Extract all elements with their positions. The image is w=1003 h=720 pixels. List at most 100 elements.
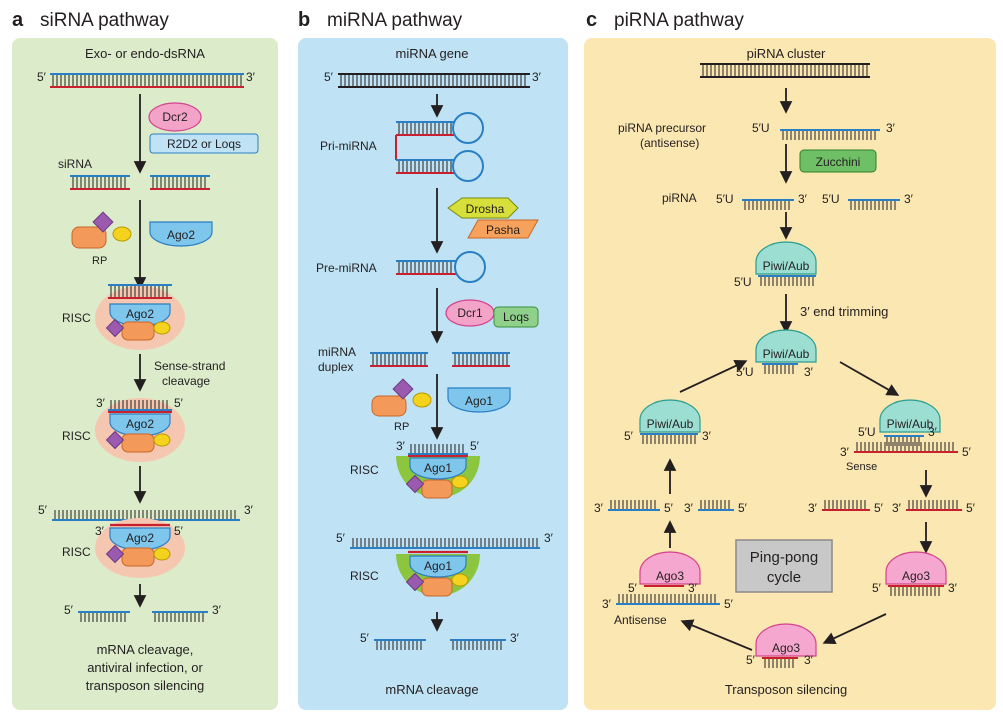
panel-a-background xyxy=(12,38,278,710)
c-sense-3prime: 3′ xyxy=(840,445,850,459)
a-rp-label: RP xyxy=(92,255,107,267)
c-zucchini-label: Zucchini xyxy=(816,155,861,169)
b-pre-mirna-stem xyxy=(396,260,456,275)
c-sense-fragment-1 xyxy=(822,500,870,511)
a-risc3-ago2-label: Ago2 xyxy=(126,531,154,545)
c-sen1-3prime: 3′ xyxy=(808,501,818,515)
c-ant2-3prime: 3′ xyxy=(684,501,694,515)
c-sen2-5prime: 5′ xyxy=(966,501,976,515)
b-mrna-5prime: 5′ xyxy=(336,531,346,545)
c-zucchini-box xyxy=(799,149,877,173)
c-piwi-mature-label: Piwi/Aub xyxy=(763,347,810,361)
a-dsrna-5prime: 5′ xyxy=(37,70,47,84)
c-piwi-right-label: Piwi/Aub xyxy=(887,417,934,431)
b-risc2-ago1-label: Ago1 xyxy=(424,559,452,573)
b-risc-1: Ago1 xyxy=(396,444,480,499)
a-risc1-label: RISC xyxy=(62,311,91,325)
a-risc-2: Ago2 xyxy=(95,398,185,462)
a-risc2-ago2-label: Ago2 xyxy=(126,417,154,431)
c-cluster-dna xyxy=(700,63,870,78)
c-ago3-right: Ago3 xyxy=(885,551,947,596)
c-ago3-left-3prime: 3′ xyxy=(688,581,698,595)
panel-a-sirna: a siRNA pathway Exo- or endo-dsRNA 5′ 3′… xyxy=(12,9,278,710)
c-antisense-3prime: 3′ xyxy=(602,597,612,611)
c-ant2-5prime: 5′ xyxy=(738,501,748,515)
c-sense-label: Sense xyxy=(846,461,877,473)
c-ago3-bottom-label: Ago3 xyxy=(772,641,800,655)
panel-b-mirna: b miRNA pathway miRNA gene 5′ 3′ Pri-miR… xyxy=(298,9,568,710)
c-cluster-label: piRNA cluster xyxy=(747,46,826,61)
b-gene-5prime: 5′ xyxy=(324,70,334,84)
b-loqs-label: Loqs xyxy=(503,310,529,324)
panel-b-title: miRNA pathway xyxy=(327,10,463,31)
c-piwi-right-5u: 5′U xyxy=(858,425,876,439)
c-piwi-right: Piwi/Aub xyxy=(854,399,958,453)
b-duplex-label-2: duplex xyxy=(318,360,353,374)
b-pasha-shape xyxy=(467,219,539,239)
a-risc2-5prime: 5′ xyxy=(174,396,184,410)
a-r2d2-label: R2D2 or Loqs xyxy=(167,137,241,151)
a-fragment-left xyxy=(78,611,130,622)
a-fragment-right xyxy=(152,611,208,622)
b-ago1-free-label: Ago1 xyxy=(465,394,493,408)
b-target-mrna xyxy=(350,538,540,549)
c-piwi-left-3prime: 3′ xyxy=(702,429,712,443)
c-pirna-label: piRNA xyxy=(662,191,697,205)
c-piwi-mature-3prime: 3′ xyxy=(804,365,814,379)
a-risc-3: Ago2 xyxy=(95,518,185,578)
c-pirna2-3prime: 3′ xyxy=(904,192,914,206)
b-drosha-shape xyxy=(447,197,519,219)
panel-c-background xyxy=(584,38,996,710)
c-pingpong-label-2: cycle xyxy=(767,569,801,586)
c-piwi-left-5prime: 5′ xyxy=(624,429,634,443)
b-rp-label: RP xyxy=(394,421,409,433)
b-outcome: mRNA cleavage xyxy=(385,682,478,697)
c-sen2-3prime: 3′ xyxy=(892,501,902,515)
b-dcr1-label: Dcr1 xyxy=(457,306,483,320)
b-duplex-left xyxy=(370,352,428,367)
c-cycle-arrow-bottom-left xyxy=(680,619,753,651)
c-piwi-mature-5u: 5′U xyxy=(736,365,754,379)
b-duplex-label-1: miRNA xyxy=(318,345,356,359)
a-sirna-duplex-left xyxy=(70,175,130,190)
b-risc-2: Ago1 xyxy=(396,550,480,597)
c-ago3-bottom-3prime: 3′ xyxy=(804,653,814,667)
c-sense-5prime: 5′ xyxy=(962,445,972,459)
panel-a-letter: a xyxy=(12,9,24,31)
b-gene-3prime: 3′ xyxy=(532,70,542,84)
a-mrna-5prime: 5′ xyxy=(38,503,48,517)
c-antisense-fragment-2 xyxy=(698,500,734,511)
c-ago3-left: Ago3 xyxy=(616,551,720,605)
b-pri-label: Pri-miRNA xyxy=(320,139,377,153)
b-fragment-right xyxy=(450,639,506,650)
b-risc1-label: RISC xyxy=(350,463,379,477)
b-risc2-label: RISC xyxy=(350,569,379,583)
a-outcome-2: antiviral infection, or xyxy=(87,660,203,675)
c-cycle-arrow-bottom-right xyxy=(822,613,887,644)
c-piwi-loaded-5u: 5′U xyxy=(734,275,752,289)
c-pirna1-3prime: 3′ xyxy=(798,192,808,206)
a-frag-3prime: 3′ xyxy=(212,603,222,617)
c-pirna-1 xyxy=(742,199,794,210)
c-piwi-loaded-label: Piwi/Aub xyxy=(763,259,810,273)
b-gene-dna xyxy=(338,73,530,88)
c-antisense-label: Antisense xyxy=(614,613,667,627)
a-dcr2-protein xyxy=(148,102,202,132)
b-pre-label: Pre-miRNA xyxy=(316,261,377,275)
c-ago3-bottom: Ago3 xyxy=(755,623,817,668)
c-ago3-bottom-5prime: 5′ xyxy=(746,653,756,667)
c-pingpong-box xyxy=(735,539,833,593)
c-pirna2-5u: 5′U xyxy=(822,192,840,206)
b-ago1-free xyxy=(447,387,511,413)
c-pirna1-5u: 5′U xyxy=(716,192,734,206)
c-antisense-fragment-1 xyxy=(608,500,660,511)
b-duplex-right xyxy=(452,352,510,367)
a-risc3-5prime: 5′ xyxy=(174,524,184,538)
b-pri-mirna xyxy=(395,112,484,182)
c-cycle-arrow-left-up xyxy=(679,360,748,393)
panel-c-pirna: c piRNA pathway piRNA cluster piRNA prec… xyxy=(584,9,996,710)
panel-c-title: piRNA pathway xyxy=(614,10,744,31)
c-piwi-mature: Piwi/Aub xyxy=(755,329,817,374)
a-frag-5prime: 5′ xyxy=(64,603,74,617)
